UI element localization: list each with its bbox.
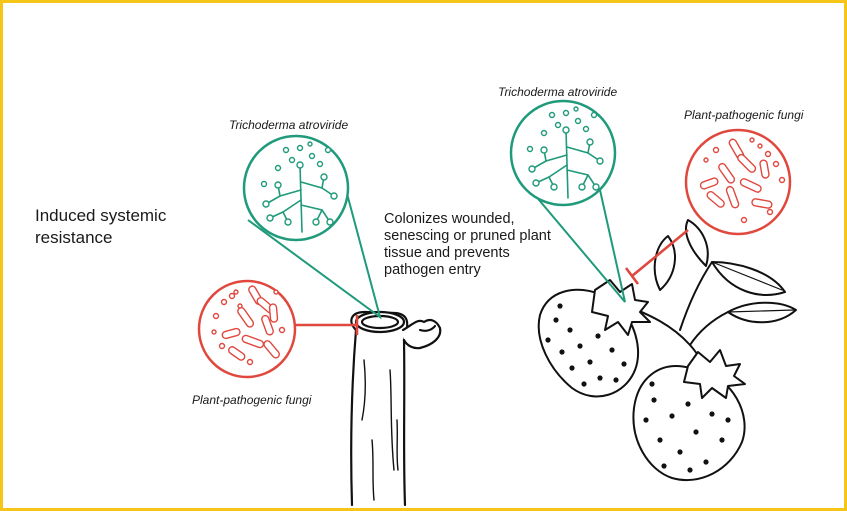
trichoderma-left-label: Trichoderma atroviride	[229, 118, 348, 132]
pruned-stem	[351, 312, 440, 505]
induced-systemic-resistance-label: Induced systemic resistance	[35, 205, 205, 249]
trichoderma-right-label: Trichoderma atroviride	[498, 85, 617, 99]
pathogen-left-magnifier	[199, 281, 357, 377]
strawberry-plant	[539, 220, 796, 480]
pathogenic-fungi-right-label: Plant-pathogenic fungi	[684, 108, 803, 122]
pathogenic-fungi-left-label: Plant-pathogenic fungi	[192, 393, 311, 407]
colonizes-description: Colonizes wounded, senescing or pruned p…	[384, 211, 559, 279]
